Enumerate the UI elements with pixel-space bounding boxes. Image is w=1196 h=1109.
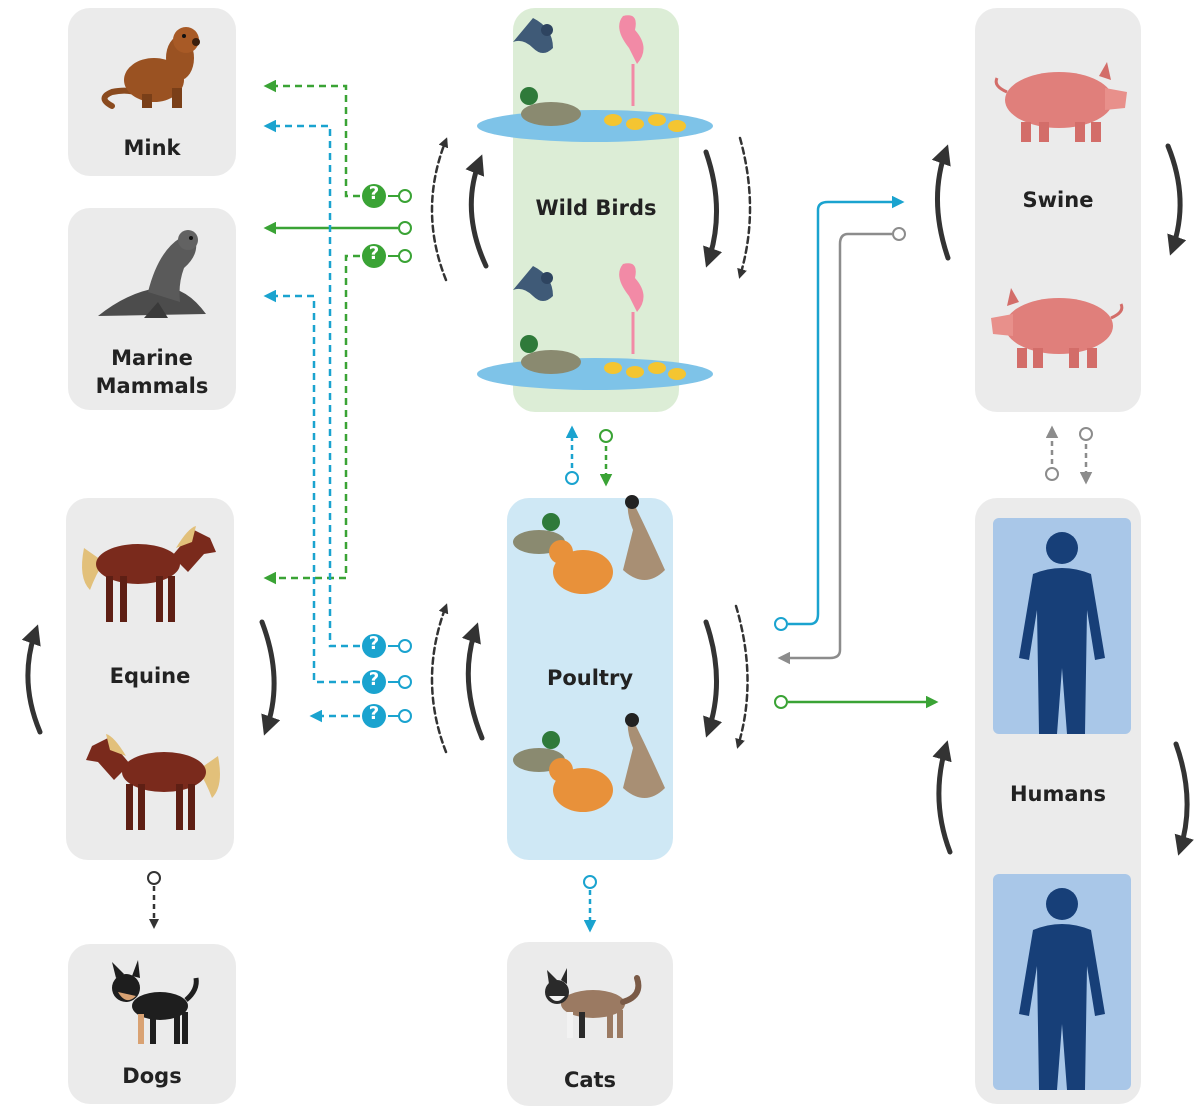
question-marker: ? [362, 703, 386, 724]
link-poultry-mink [266, 126, 372, 646]
question-marker: ? [362, 633, 386, 654]
link-wildbirds-equine [266, 256, 372, 578]
origin-circles [388, 190, 411, 722]
link-poultry-swine [788, 202, 902, 624]
link-wildbirds-mink [266, 86, 372, 196]
circulation-arrows [28, 138, 1187, 852]
question-marker: ? [362, 183, 386, 204]
question-marker: ? [362, 669, 386, 690]
question-marker: ? [362, 243, 386, 264]
link-poultry-marine [266, 296, 372, 682]
link-swine-poultry [780, 234, 892, 658]
